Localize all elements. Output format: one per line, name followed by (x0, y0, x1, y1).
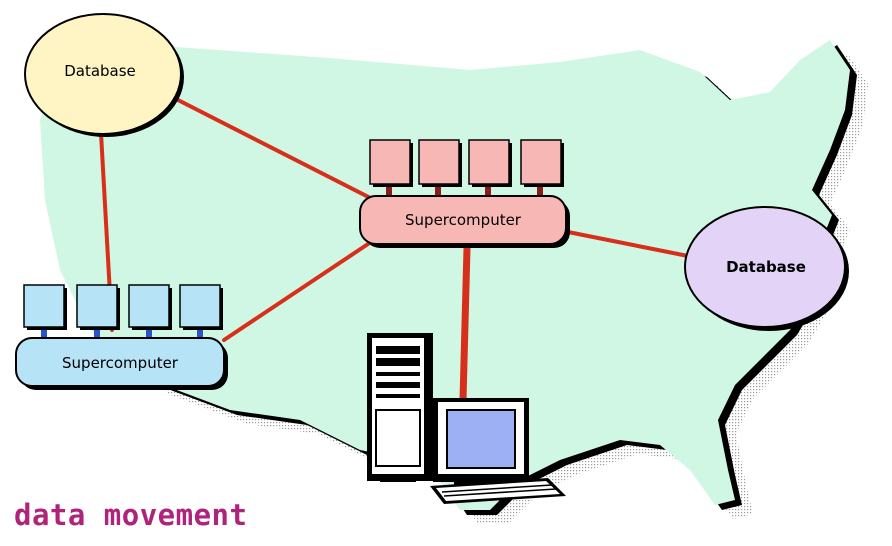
processor-node (76, 284, 120, 340)
database-east-label: Database (726, 258, 806, 276)
tower-case (367, 333, 433, 482)
database-northwest: Database (24, 13, 184, 137)
processor-node (520, 139, 564, 198)
workstation-computer (367, 333, 566, 504)
processor-node (418, 139, 462, 198)
map-fill (40, 40, 850, 510)
us-map (40, 40, 868, 524)
supercomputer-central-label: Supercomputer (405, 211, 522, 229)
link-dbnw-supercentral (176, 98, 392, 210)
processor-node (468, 139, 512, 198)
supercomputer-central: Supercomputer (359, 139, 570, 248)
processor-node (128, 284, 172, 340)
monitor (433, 398, 529, 488)
processor-node (369, 139, 413, 198)
keyboard (430, 478, 566, 504)
processor-node (23, 284, 67, 340)
supercomputer-west: Supercomputer (15, 284, 228, 390)
processor-node (179, 284, 223, 340)
processor-group-central (369, 139, 564, 198)
link-superwest-supercentral (222, 238, 376, 342)
supercomputer-west-label: Supercomputer (62, 354, 179, 372)
database-east: Database (684, 206, 849, 331)
diagram-caption: data movement (14, 498, 248, 532)
database-northwest-label: Database (64, 62, 136, 80)
link-supercentral-workstation (459, 244, 471, 404)
network-links (99, 98, 690, 404)
processor-group-west (23, 284, 223, 340)
monitor-screen (446, 409, 516, 469)
link-supercentral-dbeast (566, 230, 690, 258)
